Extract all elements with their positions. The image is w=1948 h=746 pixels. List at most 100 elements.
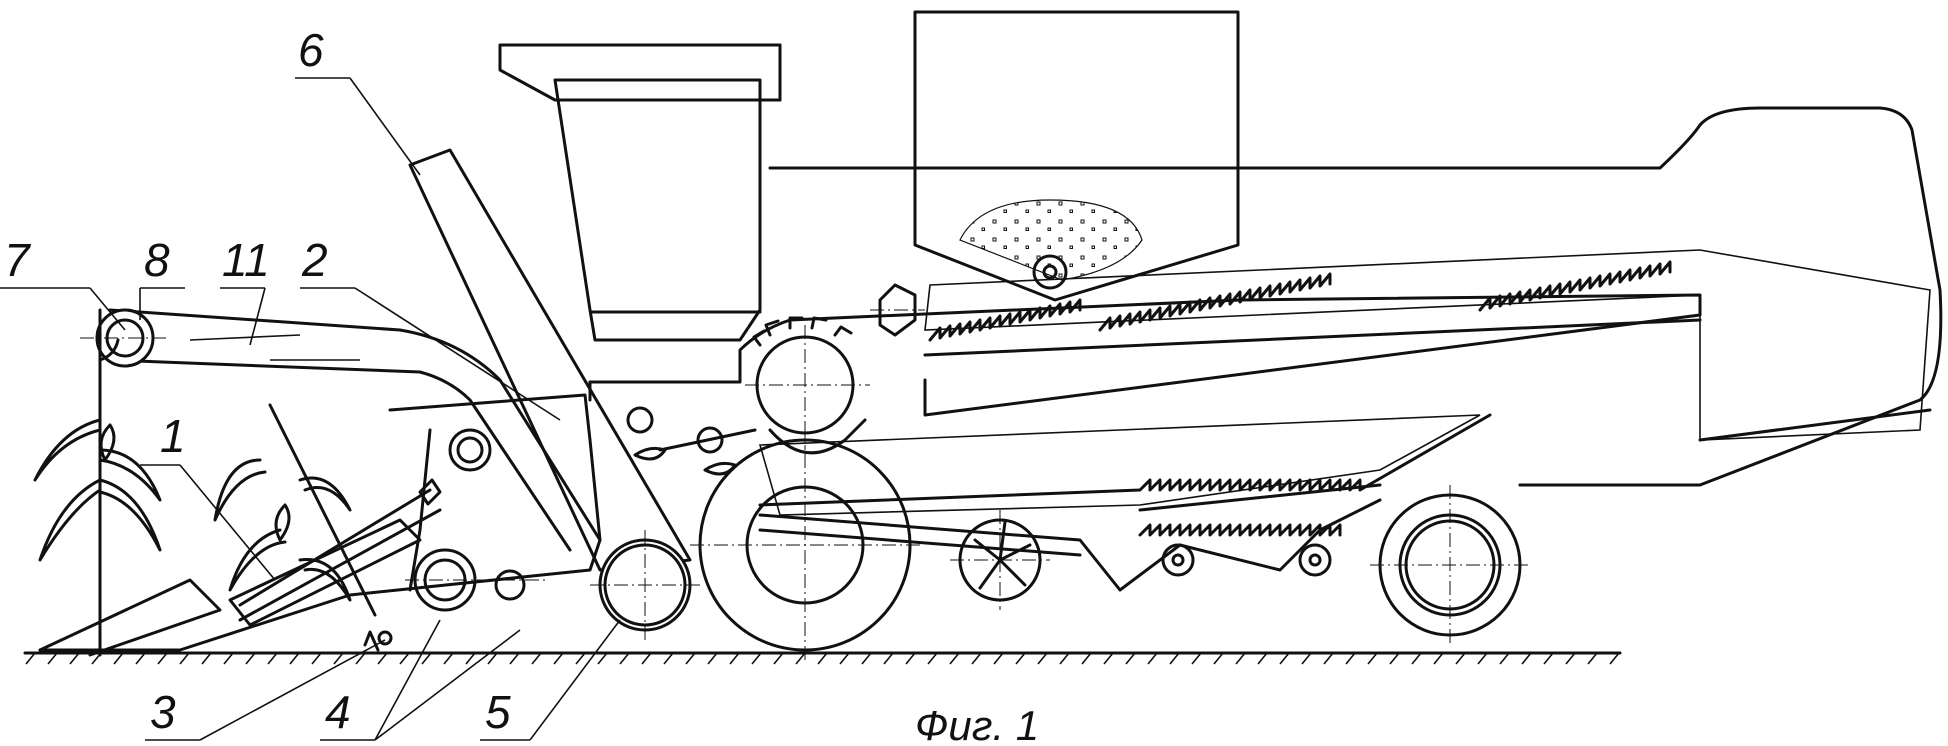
label-7: 7 (4, 234, 31, 286)
label-4: 4 (325, 686, 351, 738)
ground-hatch (1433, 652, 1444, 665)
ground-hatch (1609, 652, 1620, 665)
ground-hatch (421, 652, 432, 665)
ground-hatch (663, 652, 674, 665)
ground-hatch (443, 652, 454, 665)
ground-hatch (1125, 652, 1136, 665)
ground-hatch (817, 652, 828, 665)
auger-1 (1161, 543, 1195, 577)
ground-hatch (1257, 652, 1268, 665)
ground-hatch (377, 652, 388, 665)
label-1: 1 (160, 410, 186, 462)
leader-lines (0, 77, 621, 741)
ground-hatch (245, 652, 256, 665)
figure-caption: Фиг. 1 (915, 702, 1039, 746)
ground-hatch (113, 652, 124, 665)
ground-hatch (47, 652, 58, 665)
ground-hatch (1037, 652, 1048, 665)
ground-hatch (223, 652, 234, 665)
ground-hatch (575, 652, 586, 665)
rear-wheel (1370, 485, 1530, 645)
threshing-drum (745, 316, 870, 455)
label-8: 8 (144, 234, 170, 286)
ground-hatch (69, 652, 80, 665)
ground-hatch (487, 652, 498, 665)
header-drum (80, 308, 170, 368)
ground-hatch (267, 652, 278, 665)
ground-hatch (1411, 652, 1422, 665)
ground-hatch (1323, 652, 1334, 665)
ground-hatch (861, 652, 872, 665)
ground-hatch (839, 652, 850, 665)
auger-2 (1298, 543, 1332, 577)
ground-hatch (927, 652, 938, 665)
ground-hatch (1235, 652, 1246, 665)
ground-hatch (1169, 652, 1180, 665)
ground-hatch (773, 652, 784, 665)
ground-hatch (179, 652, 190, 665)
ground-hatch (1059, 652, 1070, 665)
ground-hatch (685, 652, 696, 665)
ground-hatch (1345, 652, 1356, 665)
ground-hatch (553, 652, 564, 665)
ground-hatch (993, 652, 1004, 665)
ground-hatch (355, 652, 366, 665)
ground-hatch (399, 652, 410, 665)
ground-hatch (949, 652, 960, 665)
operator-cab (498, 43, 782, 342)
straw-walkers (923, 249, 1931, 441)
header-frame (38, 393, 602, 657)
ground-hatch (1367, 652, 1378, 665)
ground-hatch (1081, 652, 1092, 665)
ground-hatch (509, 652, 520, 665)
ground-hatch (1147, 652, 1158, 665)
ground-hatch (971, 652, 982, 665)
ground-hatch (157, 652, 168, 665)
beater (870, 283, 925, 337)
label-2: 2 (301, 234, 328, 286)
ground-hatch (1015, 652, 1026, 665)
ground-hatch (707, 652, 718, 665)
ground-hatch (795, 652, 806, 665)
ground-hatch (1301, 652, 1312, 665)
ground-line (23, 651, 1622, 665)
ground-hatch (641, 652, 652, 665)
ground-hatch (1191, 652, 1202, 665)
ground-hatch (1521, 652, 1532, 665)
label-11: 11 (222, 234, 270, 286)
label-3: 3 (150, 686, 176, 738)
ground-hatch (1477, 652, 1488, 665)
cleaning-fan (950, 510, 1050, 610)
grain-tank (913, 10, 1240, 302)
ground-hatch (201, 652, 212, 665)
ground-hatch (465, 652, 476, 665)
ground-hatch (333, 652, 344, 665)
ground-hatch (619, 652, 630, 665)
ground-hatch (289, 652, 300, 665)
ground-hatch (1279, 652, 1290, 665)
ground-hatch (1543, 652, 1554, 665)
ground-hatch (905, 652, 916, 665)
elevator-6 (408, 148, 700, 640)
ground-hatch (25, 652, 36, 665)
ground-hatch (1103, 652, 1114, 665)
intake-rolls (626, 406, 737, 476)
ground-hatch (597, 652, 608, 665)
label-5: 5 (485, 686, 511, 738)
ground-hatch (1499, 652, 1510, 665)
label-6: 6 (298, 24, 324, 76)
ground-hatch (883, 652, 894, 665)
ground-hatch (135, 652, 146, 665)
ground-hatch (311, 652, 322, 665)
ground-hatch (1213, 652, 1224, 665)
front-wheel (690, 430, 920, 660)
corn-plant-left (33, 308, 162, 657)
ground-hatch (1389, 652, 1400, 665)
ground-hatch (531, 652, 542, 665)
ground-hatch (729, 652, 740, 665)
ground-hatch (1455, 652, 1466, 665)
ground-hatch (1587, 652, 1598, 665)
ground-hatch (751, 652, 762, 665)
corn-plant-middle (213, 403, 377, 617)
